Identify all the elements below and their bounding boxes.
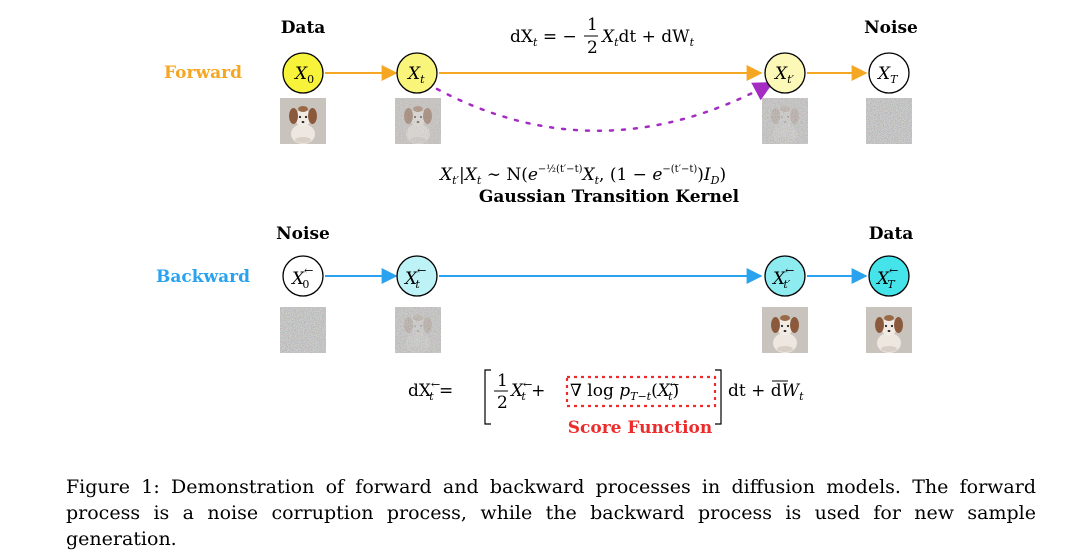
score-function-label: Score Function [568, 418, 713, 438]
forward-image-noise [866, 98, 912, 144]
backward-image-almost-clean [762, 307, 808, 353]
kernel-formula: Xt′|Xt ∼ N(e−½(t′−t)Xt, (1 − e−(t′−t))ID… [438, 164, 726, 187]
forward-image-data [280, 98, 326, 144]
backward-node-x0: X←0 [282, 255, 324, 297]
forward-noise-header: Noise [864, 18, 918, 38]
forward-row-label: Forward [164, 63, 242, 83]
backward-row-label: Backward [156, 267, 250, 287]
backward-image-data [866, 307, 912, 353]
backward-noise-header: Noise [276, 224, 330, 244]
forward-image-noisy [395, 98, 441, 144]
svg-text:dt + dWt: dt + dWt [728, 381, 804, 403]
forward-node-xT: XT [868, 52, 910, 94]
forward-data-header: Data [281, 18, 326, 38]
backward-node-xt: X←t [396, 255, 438, 297]
svg-text:X←T: X←T [875, 264, 898, 291]
svg-text:Xtdt + dWt: Xtdt + dWt [600, 27, 695, 49]
svg-text:∇ log pT−t(X←t): ∇ log pT−t(X←t) [570, 378, 679, 403]
forward-node-xtprime: Xt′ [764, 52, 806, 94]
svg-text:2: 2 [497, 393, 508, 413]
svg-text:Xt′|Xt ∼ N(e−½(t′−t)Xt, (1 − e: Xt′|Xt ∼ N(e−½(t′−t)Xt, (1 − e−(t′−t))ID… [438, 164, 726, 187]
svg-text:2: 2 [587, 38, 598, 58]
transition-kernel-arc [435, 82, 774, 132]
backward-sde-formula: dX←t = 1 2 X←t + ∇ log pT−t(X←t) dt + dW… [408, 369, 804, 425]
backward-image-noisy [395, 307, 441, 353]
svg-text:dXt = −: dXt = − [510, 27, 577, 49]
figure-caption: Figure 1: Demonstration of forward and b… [66, 476, 1036, 550]
backward-node-xtprime: X←t′ [764, 255, 806, 297]
svg-text:X←t +: X←t + [509, 378, 545, 403]
forward-node-xt: Xt [396, 52, 438, 94]
backward-image-noise [280, 307, 326, 353]
svg-text:X←t′: X←t′ [771, 264, 794, 291]
svg-text:X←0: X←0 [290, 264, 313, 291]
forward-image-noisier [762, 98, 808, 144]
svg-text:dX←t =: dX←t = [408, 378, 453, 403]
kernel-label: Gaussian Transition Kernel [479, 187, 740, 207]
forward-sde-formula: dXt = − 1 2 Xtdt + dWt [510, 15, 695, 58]
score-function-box [565, 375, 717, 408]
forward-node-x0: X0 [282, 52, 324, 94]
svg-text:1: 1 [587, 15, 598, 35]
diffusion-diagram: Data Noise Forward dXt = − 1 2 Xtdt + dW… [156, 15, 918, 438]
backward-node-xT: X←T [868, 255, 910, 297]
svg-text:1: 1 [497, 371, 508, 391]
backward-data-header: Data [869, 224, 914, 244]
